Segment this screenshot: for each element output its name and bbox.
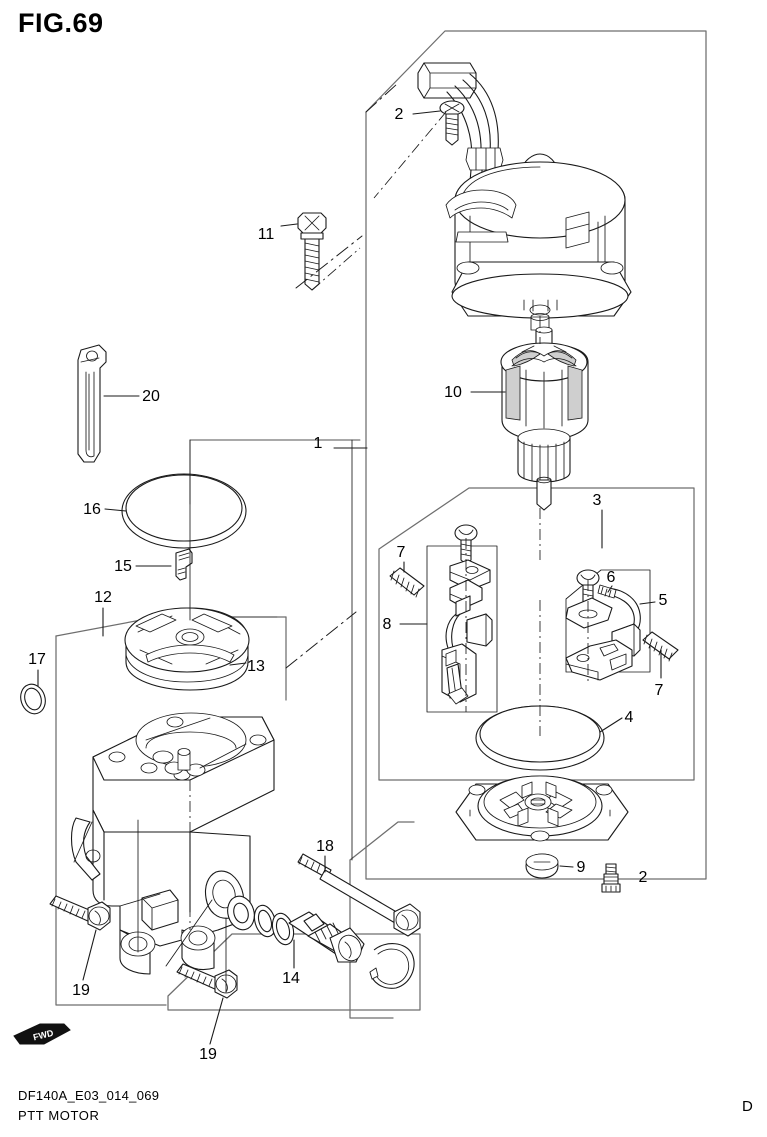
part-brush-holder-left bbox=[442, 560, 492, 704]
callout-17: 17 bbox=[28, 651, 46, 668]
group-bracket-motor-assembly bbox=[366, 31, 706, 879]
part-valve bbox=[176, 549, 192, 580]
callout-5: 5 bbox=[659, 592, 668, 609]
callout-19a: 19 bbox=[72, 982, 90, 999]
part-valve-kit bbox=[224, 893, 414, 988]
callout-12: 12 bbox=[94, 589, 112, 606]
figure-title: FIG.69 bbox=[18, 8, 104, 38]
callout-18: 18 bbox=[316, 838, 334, 855]
figure-name: PTT MOTOR bbox=[18, 1108, 100, 1123]
callout-16: 16 bbox=[83, 501, 101, 518]
callout-7a: 7 bbox=[397, 544, 406, 561]
part-grommet bbox=[526, 854, 558, 878]
callout-6: 6 bbox=[607, 569, 616, 586]
callout-10: 10 bbox=[444, 384, 462, 401]
part-screw-brush-left bbox=[455, 525, 477, 564]
group-bracket-valve-kit bbox=[168, 934, 420, 1010]
part-bolt-cylinder-left bbox=[50, 896, 110, 930]
fwd-arrow-label: FWD bbox=[32, 1028, 55, 1043]
group-bracket-brush-holder-left bbox=[427, 546, 497, 712]
part-bolt-motor-mount bbox=[298, 213, 326, 290]
part-brush-spring-left bbox=[390, 568, 424, 597]
part-screw-upper bbox=[440, 101, 464, 145]
callout-1: 1 bbox=[314, 435, 323, 452]
part-o-ring-large bbox=[122, 474, 246, 548]
part-armature bbox=[501, 327, 588, 510]
motor-housing-assembly bbox=[418, 63, 631, 330]
part-o-ring-motor-case bbox=[476, 706, 604, 770]
callout-8: 8 bbox=[383, 616, 392, 633]
callout-15: 15 bbox=[114, 558, 132, 575]
group-bracket-reservoir-bolt bbox=[350, 822, 414, 1018]
callout-3: 3 bbox=[593, 492, 602, 509]
callout-number-group: 1 2 2 3 4 5 6 7 7 8 9 10 11 12 13 14 15 … bbox=[28, 106, 667, 1063]
part-brush-holder-right bbox=[566, 585, 640, 680]
projection-lines bbox=[74, 84, 397, 992]
group-bracket-brush-set bbox=[379, 488, 694, 780]
callout-7b: 7 bbox=[655, 682, 664, 699]
part-cylinder-body bbox=[72, 713, 275, 974]
callout-2b: 2 bbox=[639, 869, 648, 886]
part-o-ring-small bbox=[17, 681, 49, 717]
callout-20: 20 bbox=[142, 388, 160, 405]
callout-4: 4 bbox=[625, 709, 634, 726]
callout-19b: 19 bbox=[199, 1046, 217, 1063]
callout-11: 11 bbox=[258, 226, 275, 243]
group-bracket-brush-holder-right bbox=[566, 570, 650, 672]
figure-code: DF140A_E03_014_069 bbox=[18, 1088, 160, 1103]
part-manual-valve-wrench bbox=[78, 345, 106, 462]
page-marker: D bbox=[742, 1098, 753, 1115]
part-motor-end-bracket bbox=[456, 776, 628, 841]
callout-leader-lines bbox=[38, 111, 661, 1044]
part-reservoir-bolt bbox=[298, 854, 420, 936]
assembly-center-lines bbox=[190, 112, 588, 930]
fwd-arrow-marker: FWD bbox=[14, 1024, 70, 1044]
callout-13: 13 bbox=[247, 658, 265, 675]
part-bolt-cylinder-right bbox=[177, 964, 237, 998]
part-gear-pump-cover bbox=[125, 608, 249, 690]
callout-14: 14 bbox=[282, 970, 300, 987]
callout-9: 9 bbox=[577, 859, 586, 876]
part-screw-lower bbox=[602, 864, 620, 892]
callout-2a: 2 bbox=[395, 106, 404, 123]
